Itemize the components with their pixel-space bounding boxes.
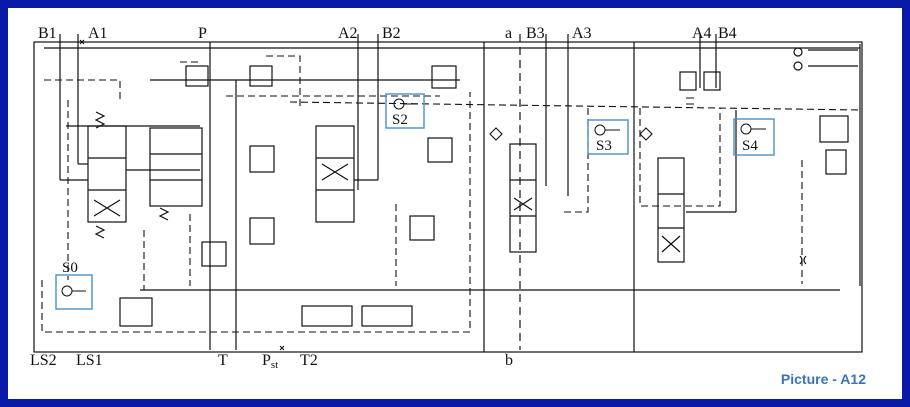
port-B2: B2 — [382, 25, 401, 42]
sensor-S0: S0 — [55, 260, 93, 310]
spool-valve-2 — [315, 125, 355, 223]
port-P: P — [198, 25, 207, 42]
port-a: a — [505, 25, 512, 42]
picture-caption: Picture - A12 — [780, 371, 866, 387]
port-Pst: Pst — [262, 352, 278, 371]
spool-valve-1 — [87, 125, 127, 223]
solenoid-valve-1 — [301, 305, 353, 327]
solenoid-valve-2 — [361, 305, 413, 327]
valve-block-outline — [33, 41, 863, 353]
port-b: b — [505, 352, 513, 369]
port-LS2: LS2 — [30, 352, 57, 369]
spool-valve-4 — [657, 157, 685, 263]
port-T: T — [218, 352, 228, 369]
diagram-frame — [6, 6, 904, 401]
port-T2: T2 — [300, 352, 318, 369]
port-A3: A3 — [572, 25, 592, 42]
sensor-S4: S4 — [733, 118, 775, 156]
sensor-label-S3: S3 — [596, 138, 612, 154]
port-A1: A1 — [88, 25, 108, 42]
sensor-S2: S2 — [385, 93, 425, 129]
port-B4: B4 — [718, 25, 737, 42]
port-LS1: LS1 — [76, 352, 103, 369]
port-A4: A4 — [692, 25, 712, 42]
sensor-label-S2: S2 — [392, 112, 408, 128]
port-B3: B3 — [526, 25, 545, 42]
sensor-S3: S3 — [587, 119, 629, 155]
port-A2: A2 — [338, 25, 358, 42]
spool-valve-3 — [509, 143, 537, 253]
sensor-label-S0: S0 — [62, 260, 78, 276]
port-B1: B1 — [38, 25, 57, 42]
sensor-label-S4: S4 — [742, 138, 758, 154]
